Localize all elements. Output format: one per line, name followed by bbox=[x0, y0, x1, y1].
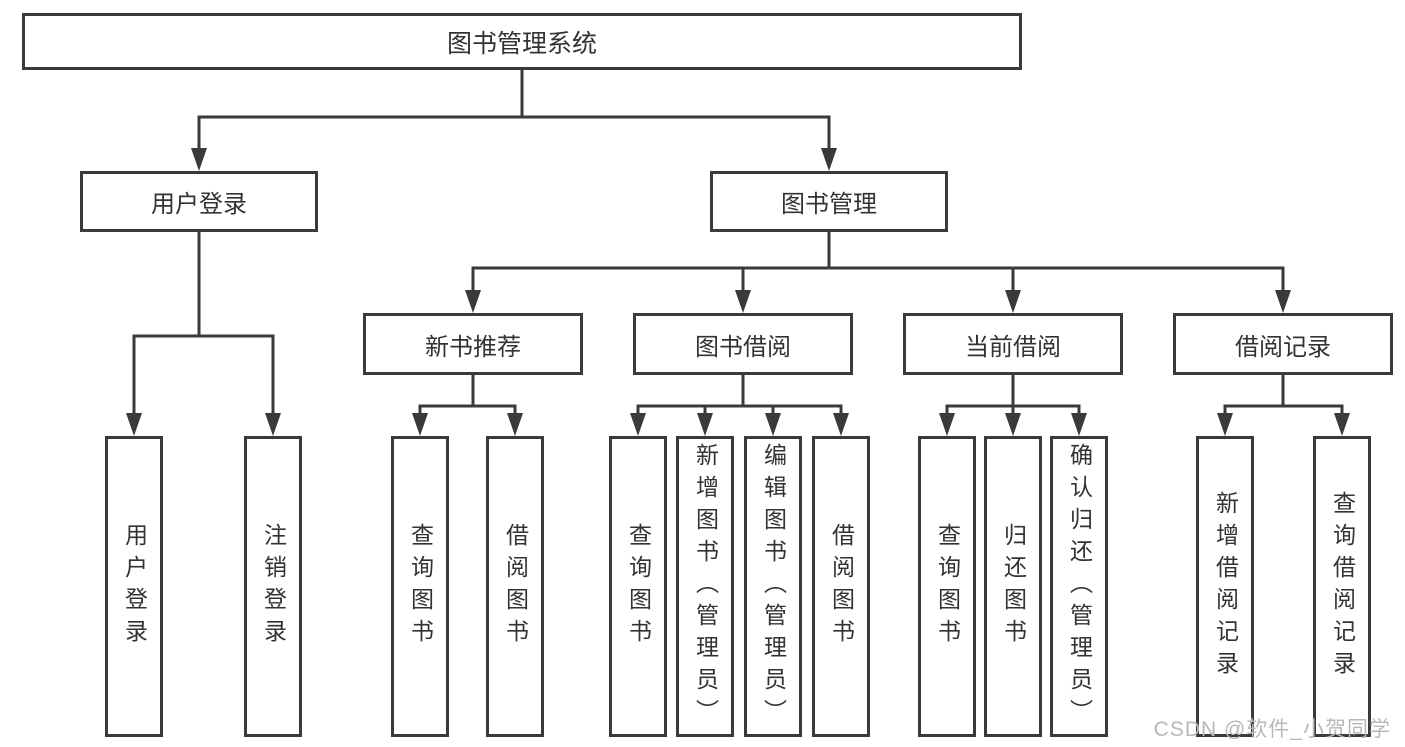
node-label: 确认归还（管理员） bbox=[1066, 442, 1093, 731]
leaf-add-books-admin: 新增图书（管理员） bbox=[676, 436, 734, 737]
arrow-down-icon bbox=[939, 413, 955, 436]
node-new-book-recommend: 新书推荐 bbox=[363, 313, 583, 375]
node-current-borrow: 当前借阅 bbox=[903, 313, 1123, 375]
arrow-down-icon bbox=[265, 413, 281, 436]
node-label: 注销登录 bbox=[260, 522, 287, 651]
arrow-down-icon bbox=[735, 290, 751, 313]
node-label: 新书推荐 bbox=[425, 333, 521, 361]
node-label: 查询借阅记录 bbox=[1329, 490, 1356, 683]
arrow-down-icon bbox=[507, 413, 523, 436]
node-library-management-system: 图书管理系统 bbox=[22, 13, 1022, 70]
leaf-add-borrow-record: 新增借阅记录 bbox=[1196, 436, 1254, 737]
arrow-down-icon bbox=[1005, 290, 1021, 313]
node-label: 新增借阅记录 bbox=[1212, 490, 1239, 683]
node-label: 用户登录 bbox=[121, 522, 148, 651]
arrow-down-icon bbox=[697, 413, 713, 436]
node-label: 图书管理 bbox=[781, 191, 877, 218]
arrow-down-icon bbox=[833, 413, 849, 436]
node-label: 借阅图书 bbox=[502, 522, 529, 651]
node-label: 当前借阅 bbox=[965, 333, 1061, 361]
arrow-down-icon bbox=[1217, 413, 1233, 436]
node-book-management: 图书管理 bbox=[710, 171, 948, 232]
leaf-user-login: 用户登录 bbox=[105, 436, 163, 737]
leaf-borrow-books: 借阅图书 bbox=[812, 436, 870, 737]
arrow-down-icon bbox=[191, 148, 207, 171]
arrow-down-icon bbox=[465, 290, 481, 313]
arrow-down-icons bbox=[126, 148, 1350, 436]
arrow-down-icon bbox=[1275, 290, 1291, 313]
csdn-watermark: CSDN @软件_小贺同学 bbox=[1153, 718, 1391, 741]
node-label: 归还图书 bbox=[1000, 522, 1027, 651]
node-label: 图书管理系统 bbox=[446, 29, 597, 58]
leaf-query-books-current: 查询图书 bbox=[918, 436, 976, 737]
node-label: 图书借阅 bbox=[695, 333, 791, 361]
arrow-down-icon bbox=[412, 413, 428, 436]
leaf-logout: 注销登录 bbox=[244, 436, 302, 737]
leaf-query-books-recommend: 查询图书 bbox=[391, 436, 449, 737]
leaf-return-books: 归还图书 bbox=[984, 436, 1042, 737]
node-label: 查询图书 bbox=[625, 522, 652, 651]
node-label: 借阅图书 bbox=[828, 522, 855, 651]
arrow-down-icon bbox=[126, 413, 142, 436]
arrow-down-icon bbox=[630, 413, 646, 436]
node-label: 用户登录 bbox=[151, 191, 247, 218]
arrow-down-icon bbox=[1334, 413, 1350, 436]
node-label: 新增图书（管理员） bbox=[692, 442, 719, 731]
node-label: 查询图书 bbox=[407, 522, 434, 651]
leaf-borrow-books-recommend: 借阅图书 bbox=[486, 436, 544, 737]
arrow-down-icon bbox=[1005, 413, 1021, 436]
node-label: 编辑图书（管理员） bbox=[760, 442, 787, 731]
leaf-edit-books-admin: 编辑图书（管理员） bbox=[744, 436, 802, 737]
leaf-query-borrow-record: 查询借阅记录 bbox=[1313, 436, 1371, 737]
leaf-confirm-return-admin: 确认归还（管理员） bbox=[1050, 436, 1108, 737]
node-borrow-records: 借阅记录 bbox=[1173, 313, 1393, 375]
node-label: 借阅记录 bbox=[1235, 333, 1331, 361]
arrow-down-icon bbox=[821, 148, 837, 171]
node-label: 查询图书 bbox=[934, 522, 961, 651]
arrow-down-icon bbox=[765, 413, 781, 436]
node-book-borrow: 图书借阅 bbox=[633, 313, 853, 375]
leaf-query-books-borrow: 查询图书 bbox=[609, 436, 667, 737]
node-user-login: 用户登录 bbox=[80, 171, 318, 232]
arrow-down-icon bbox=[1071, 413, 1087, 436]
